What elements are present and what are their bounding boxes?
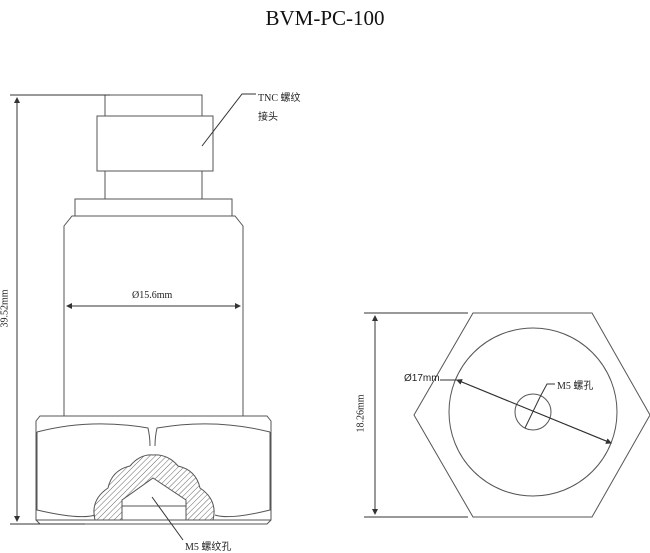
flange <box>74 198 233 217</box>
hex-face-left <box>36 423 151 518</box>
hex-outline <box>413 312 650 518</box>
connector-lower <box>104 170 203 200</box>
body <box>63 215 244 417</box>
bottom-view <box>413 312 650 518</box>
connector-top <box>104 94 203 117</box>
circle-diameter-label: Ø17mm <box>404 373 440 384</box>
connector-label-line2: 接头 <box>258 112 278 123</box>
connector-nut <box>96 115 214 172</box>
base-hole-label: M5 螺纹孔 <box>185 542 232 553</box>
base-circle <box>448 327 618 497</box>
hex-dimension-label: 18.26mm <box>355 394 367 433</box>
side-dimensions <box>10 93 256 541</box>
m5-hole <box>514 393 552 431</box>
hex-face-right <box>154 423 271 518</box>
hole-label: M5 螺孔 <box>557 381 594 392</box>
side-view <box>35 94 272 525</box>
hex-base <box>35 415 272 525</box>
height-dimension-label: 39.52mm <box>0 289 11 328</box>
body-diameter-label: Ø15.6mm <box>132 290 173 301</box>
connector-label-line1: TNC 螺纹 <box>258 93 301 104</box>
hatched-section <box>93 454 215 521</box>
drawing-title: BVM-PC-100 <box>265 6 385 30</box>
connector-label: TNC 螺纹 接头 <box>258 89 301 123</box>
bottom-dimensions <box>364 312 612 518</box>
